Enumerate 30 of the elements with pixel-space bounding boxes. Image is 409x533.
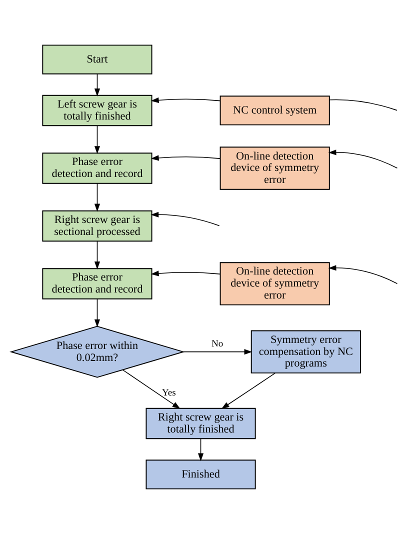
node-box: Phase error detection and record xyxy=(42,152,152,184)
connector xyxy=(329,98,398,110)
node-diamond: Phase error within 0.02mm? xyxy=(10,325,185,378)
node-box: Start xyxy=(42,44,152,74)
arrow xyxy=(328,264,398,284)
node-box: Left screw gear is totally finished xyxy=(42,94,152,126)
arrow xyxy=(94,240,100,270)
arrow xyxy=(94,182,100,212)
arrow xyxy=(150,270,221,276)
node-box: Symmetry error compensation by NC programs xyxy=(250,330,361,373)
arrow xyxy=(150,96,221,102)
arrow xyxy=(150,211,220,226)
arrow xyxy=(198,438,204,461)
arrow xyxy=(94,124,100,154)
node-box: On-line detection device of symmetry error xyxy=(220,262,330,305)
edge-label: No xyxy=(211,338,224,350)
arrow xyxy=(150,154,221,160)
edge-label: Yes xyxy=(162,386,176,398)
node-box: Phase error detection and record xyxy=(42,268,152,299)
arrow xyxy=(221,372,276,408)
node-box: NC control system xyxy=(220,95,330,125)
arrow xyxy=(328,149,398,168)
arrow xyxy=(122,369,180,408)
arrow xyxy=(182,348,252,354)
arrow xyxy=(94,73,100,96)
node-box: Finished xyxy=(146,459,256,489)
arrow xyxy=(94,298,100,327)
node-box: Right screw gear is totally finished xyxy=(146,407,256,439)
node-box: Right screw gear is sectional processed xyxy=(42,210,152,242)
node-box: On-line detection device of symmetry error xyxy=(220,146,330,190)
